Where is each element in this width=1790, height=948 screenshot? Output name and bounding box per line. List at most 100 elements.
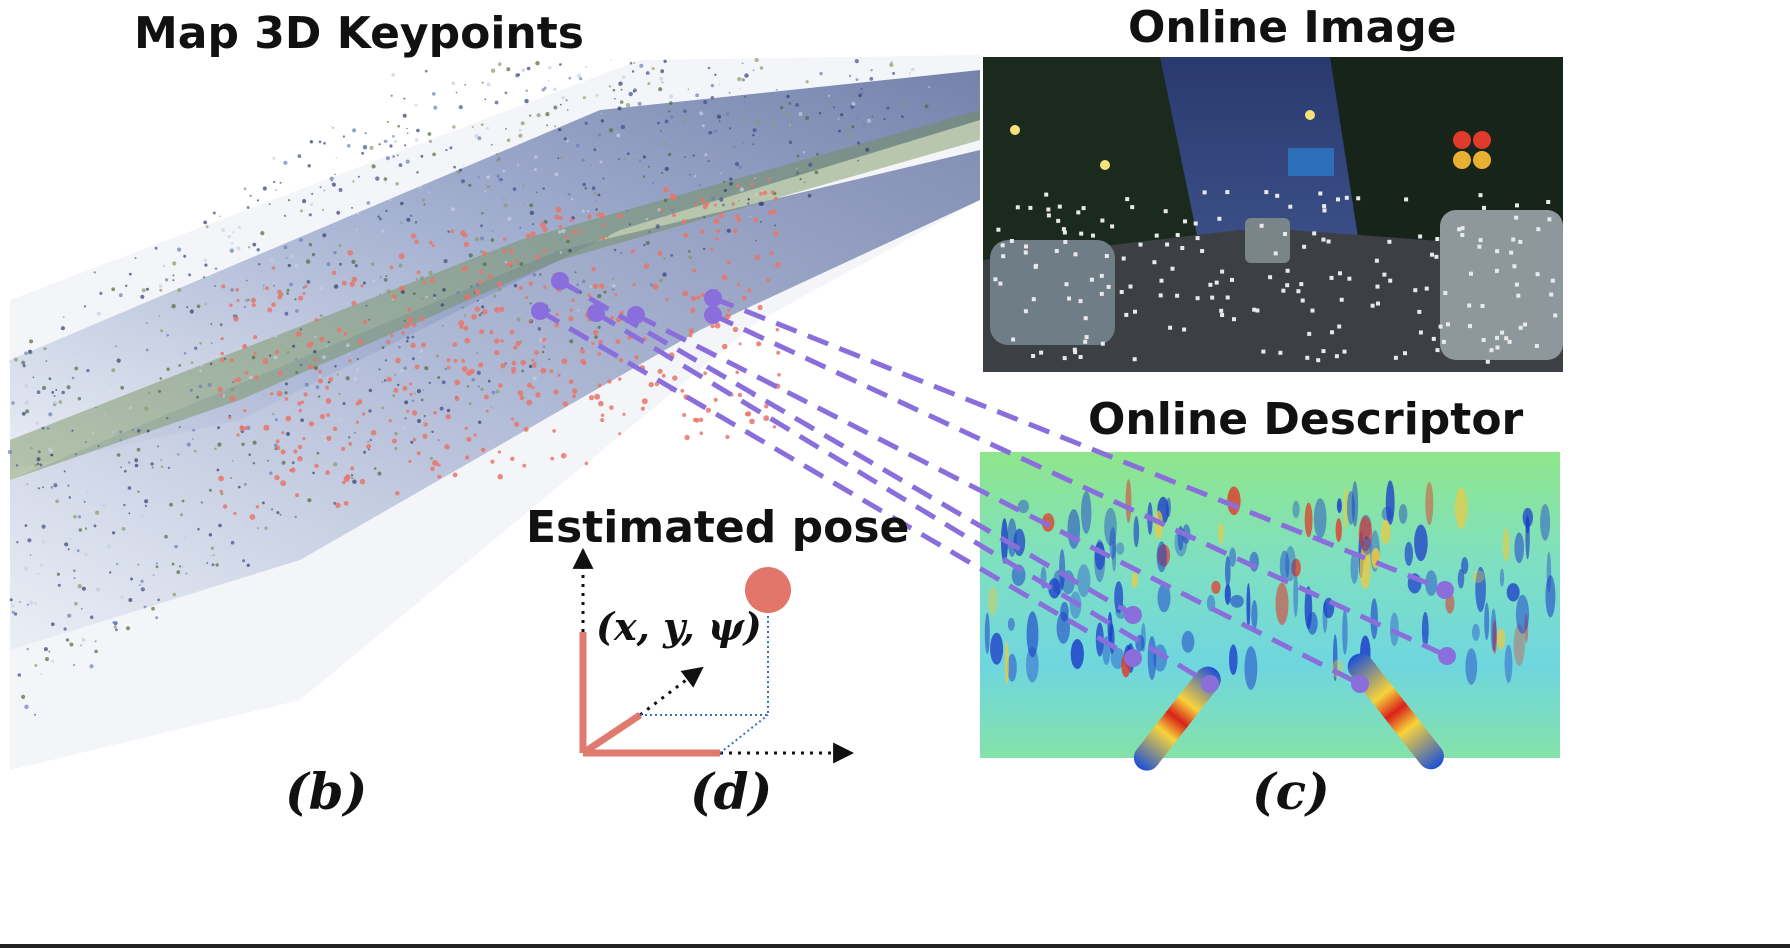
- cloud-point: [319, 314, 323, 318]
- map-keypoint: [395, 491, 400, 496]
- image-keypoint: [1028, 205, 1033, 210]
- map-keypoint: [220, 337, 224, 340]
- cloud-point: [11, 401, 15, 405]
- cloud-point: [419, 276, 425, 281]
- map-keypoint: [462, 232, 468, 238]
- map-keypoint: [228, 416, 232, 420]
- cloud-point: [72, 569, 76, 573]
- image-keypoint: [1056, 218, 1061, 223]
- image-keypoint: [1417, 309, 1422, 314]
- map-keypoint: [362, 319, 368, 325]
- cloud-point: [77, 584, 82, 589]
- cloud-point: [248, 453, 251, 457]
- image-keypoint: [1001, 254, 1006, 259]
- cloud-point: [900, 115, 904, 119]
- cloud-point: [707, 66, 711, 70]
- map-keypoint: [325, 470, 330, 475]
- cloud-point: [356, 212, 360, 216]
- match-line: [538, 308, 1135, 661]
- image-keypoint: [1322, 204, 1327, 209]
- cloud-point: [213, 554, 216, 556]
- image-keypoint: [1046, 213, 1051, 218]
- cloud-point: [760, 202, 765, 206]
- map-keypoint: [277, 289, 282, 295]
- image-keypoint: [1514, 282, 1519, 287]
- cloud-point: [480, 123, 484, 126]
- cloud-point: [503, 203, 508, 208]
- cloud-point: [521, 369, 525, 373]
- heatmap-blob: [1350, 551, 1359, 584]
- cloud-point: [439, 406, 444, 411]
- image-keypoint: [1321, 237, 1326, 242]
- cloud-point: [229, 248, 234, 253]
- map-keypoint: [370, 429, 377, 436]
- cloud-point: [743, 95, 747, 99]
- cloud-point: [406, 339, 409, 343]
- pose-point: [745, 567, 791, 613]
- cloud-point: [860, 88, 863, 90]
- cloud-point: [486, 185, 491, 189]
- cloud-point: [51, 659, 55, 663]
- heatmap-blob: [1109, 527, 1117, 560]
- image-keypoint: [1434, 254, 1439, 259]
- cloud-point: [120, 466, 122, 469]
- cloud-point: [130, 577, 134, 581]
- heatmap-blob: [1490, 608, 1497, 652]
- cloud-point: [115, 628, 118, 632]
- cloud-point: [326, 262, 331, 267]
- cloud-point: [379, 276, 382, 279]
- image-keypoint: [1125, 197, 1130, 202]
- cloud-point: [612, 288, 614, 291]
- cloud-point: [61, 390, 65, 395]
- cloud-point: [217, 426, 220, 430]
- map-keypoint: [409, 382, 413, 386]
- cloud-point: [574, 271, 577, 274]
- cloud-point: [202, 276, 206, 279]
- map-keypoint: [391, 438, 397, 444]
- image-keypoint: [1104, 254, 1109, 258]
- map-keypoint: [219, 489, 223, 494]
- cloud-point: [84, 552, 88, 557]
- cloud-point: [177, 247, 182, 252]
- image-keypoint: [1430, 252, 1434, 257]
- map-keypoint: [509, 249, 514, 255]
- map-keypoint: [341, 280, 347, 286]
- cloud-point: [498, 62, 502, 66]
- cloud-point: [386, 289, 391, 294]
- heatmap-blob: [1292, 500, 1300, 519]
- map-keypoint: [768, 210, 774, 215]
- map-keypoint: [407, 321, 412, 326]
- map-keypoint: [458, 320, 465, 327]
- map-keypoint: [525, 233, 531, 239]
- image-keypoint: [1534, 344, 1539, 348]
- cloud-point: [471, 378, 476, 382]
- image-keypoint: [1133, 309, 1137, 314]
- cloud-point: [181, 499, 185, 503]
- cloud-point: [404, 400, 409, 405]
- cloud-point: [428, 191, 430, 194]
- map-keypoint: [277, 294, 283, 300]
- cloud-point: [923, 98, 925, 101]
- cloud-point: [739, 187, 744, 192]
- map-keypoint: [552, 429, 556, 433]
- cloud-point: [137, 563, 140, 566]
- map-keypoint: [303, 392, 308, 397]
- cloud-point: [411, 335, 415, 339]
- cloud-point: [660, 111, 663, 114]
- heatmap-blob: [1370, 598, 1378, 640]
- cloud-point: [116, 563, 119, 566]
- map-keypoint: [688, 333, 693, 338]
- map-keypoint: [511, 417, 514, 421]
- cloud-point: [139, 584, 141, 586]
- map-keypoint: [328, 377, 334, 382]
- heatmap-blob: [1525, 517, 1530, 534]
- lantern: [1473, 131, 1491, 149]
- map-keypoint: [423, 422, 428, 427]
- cloud-point: [497, 287, 502, 292]
- map-keypoint: [482, 309, 488, 315]
- cloud-point: [883, 118, 886, 120]
- cloud-point: [13, 357, 18, 362]
- cloud-point: [620, 100, 624, 104]
- image-keypoint: [1516, 293, 1521, 298]
- map-keypoint: [513, 345, 518, 350]
